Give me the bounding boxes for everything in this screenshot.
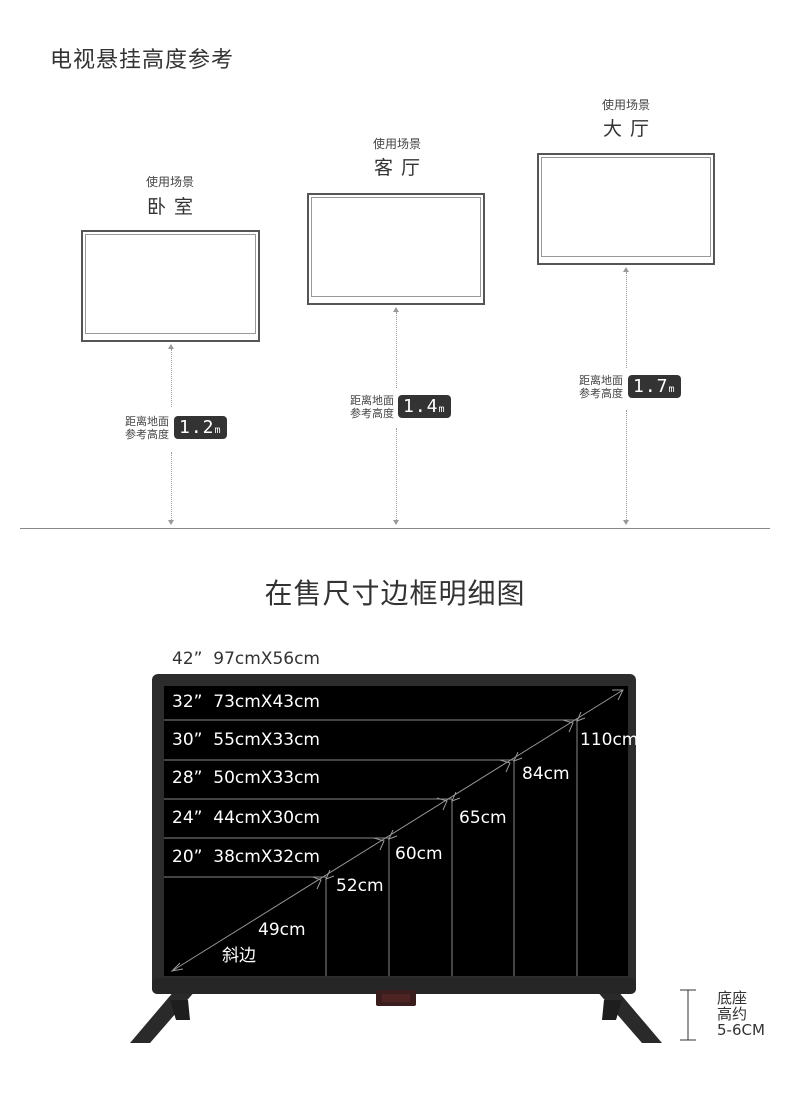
tv-frame-living-room: [307, 193, 485, 305]
distance-label-line2: 参考高度: [579, 387, 623, 400]
tv-frame-bedroom: [81, 230, 260, 342]
distance-label-line2: 参考高度: [350, 407, 394, 420]
size-24-label: 24” 44cmX30cm: [172, 808, 320, 828]
scene-3-label: 使用场景: [601, 98, 650, 112]
arrow-up-icon: [623, 267, 629, 272]
left-stand-back: [170, 1000, 190, 1020]
size-dims: 50cmX33cm: [213, 768, 320, 788]
height-line: [626, 272, 627, 368]
floor-line: [20, 528, 770, 529]
height-badge: 1.4m: [398, 395, 451, 418]
stand-line2: 高约: [717, 1005, 748, 1023]
height-unit: m: [438, 404, 446, 415]
height-line: [396, 312, 397, 388]
size-inch: 30”: [172, 730, 203, 750]
scene-2-label: 使用场景: [372, 137, 421, 151]
distance-label: 距离地面 参考高度: [334, 394, 394, 420]
height-badge: 1.2m: [174, 416, 227, 439]
arrow-down-icon: [393, 520, 399, 525]
height-line: [626, 410, 627, 520]
diagonal-label: 斜边: [222, 946, 256, 966]
diagonal-110: 110cm: [580, 730, 639, 750]
size-42-label: 42” 97cmX56cm: [172, 649, 320, 669]
distance-label-line2: 参考高度: [125, 428, 169, 441]
size-inch: 32”: [172, 692, 203, 712]
scene-3-name: 大厅: [602, 118, 657, 140]
scene-1-name: 卧室: [146, 196, 201, 218]
size-dims: 38cmX32cm: [213, 847, 320, 867]
height-line: [171, 452, 172, 520]
distance-label: 距离地面 参考高度: [109, 415, 169, 441]
tv-frame-hall: [537, 153, 715, 265]
height-line: [396, 428, 397, 520]
stand-line1: 底座: [717, 989, 748, 1007]
height-unit: m: [668, 384, 676, 395]
size-inch: 42”: [172, 649, 203, 669]
height-value: 1.2: [179, 417, 215, 438]
right-stand-back: [602, 1000, 622, 1020]
diagonal-52: 52cm: [336, 876, 384, 896]
size-inch: 20”: [172, 847, 203, 867]
arrow-up-icon: [393, 307, 399, 312]
height-line: [171, 349, 172, 407]
scene-2-name: 客厅: [373, 157, 428, 179]
arrow-down-icon: [168, 520, 174, 525]
distance-label-line1: 距离地面: [125, 415, 169, 428]
height-value: 1.4: [403, 396, 439, 417]
diagonal-arrows: [170, 689, 624, 972]
size-dims: 55cmX33cm: [213, 730, 320, 750]
size-20-label: 20” 38cmX32cm: [172, 847, 320, 867]
size-32-label: 32” 73cmX43cm: [172, 692, 320, 712]
size-inch: 24”: [172, 808, 203, 828]
page-title: 电视悬挂高度参考: [50, 48, 235, 73]
distance-label-line1: 距离地面: [579, 374, 623, 387]
stand-height-text: 底座 高约 5-6CM: [717, 990, 765, 1038]
size-dims: 44cmX30cm: [213, 808, 320, 828]
height-badge: 1.7m: [628, 375, 681, 398]
diagonal-49: 49cm: [258, 920, 306, 940]
stand-line3: 5-6CM: [717, 1021, 765, 1039]
diagonal-60: 60cm: [395, 844, 443, 864]
distance-label: 距离地面 参考高度: [563, 374, 623, 400]
size-dims: 97cmX56cm: [213, 649, 320, 669]
size-30-label: 30” 55cmX33cm: [172, 730, 320, 750]
height-value: 1.7: [633, 376, 669, 397]
size-dims: 73cmX43cm: [213, 692, 320, 712]
scene-1-label: 使用场景: [145, 175, 194, 189]
diagonal-84: 84cm: [522, 764, 570, 784]
arrow-up-icon: [168, 344, 174, 349]
size-inch: 28”: [172, 768, 203, 788]
section-title: 在售尺寸边框明细图: [264, 577, 526, 610]
distance-label-line1: 距离地面: [350, 394, 394, 407]
size-28-label: 28” 50cmX33cm: [172, 768, 320, 788]
stand-height-bracket: [680, 989, 696, 1041]
arrow-down-icon: [623, 520, 629, 525]
diagonal-65: 65cm: [459, 808, 507, 828]
height-unit: m: [214, 425, 222, 436]
